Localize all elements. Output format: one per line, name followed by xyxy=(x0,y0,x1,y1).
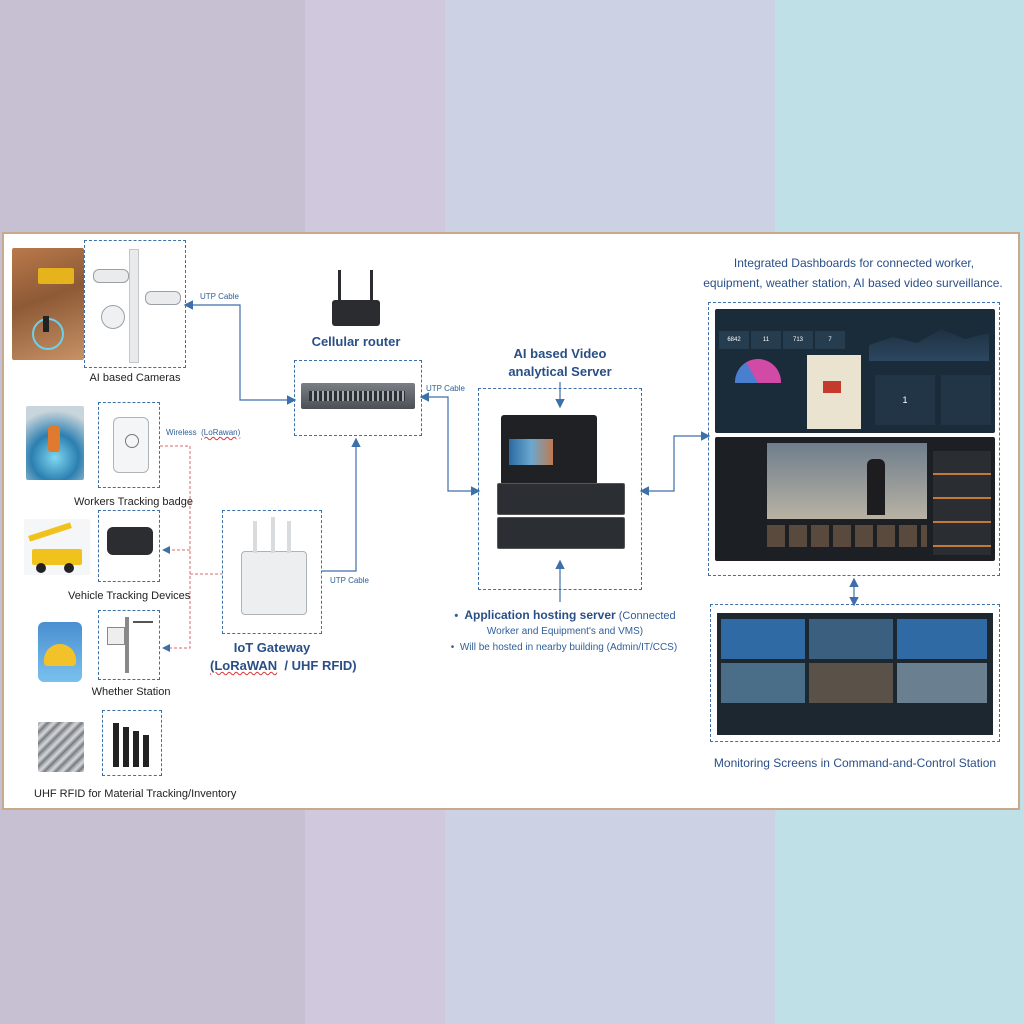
crane-photo xyxy=(24,519,90,575)
rfid-tag-icon xyxy=(113,723,119,767)
gauge-value: 1 xyxy=(875,375,935,425)
connection-lines xyxy=(160,300,859,652)
utp-cable-label-1: UTP Cable xyxy=(200,292,239,301)
video-wall xyxy=(717,613,993,735)
kpi-tile-4: 7 xyxy=(815,331,845,349)
dashboards-title-2: equipment, weather station, AI based vid… xyxy=(703,276,1003,290)
weather-icon xyxy=(125,617,129,673)
cellular-router-label: Cellular router xyxy=(311,334,401,349)
dashboards-title-1: Integrated Dashboards for connected work… xyxy=(733,256,975,270)
switch-icon xyxy=(301,383,415,409)
router-icon xyxy=(332,270,380,326)
workers-badge-label: Workers Tracking badge xyxy=(74,496,194,508)
weather-station-box xyxy=(98,610,160,680)
area-chart xyxy=(869,329,989,361)
weather-station-label: Whether Station xyxy=(91,686,171,698)
app-server-line-2: Worker and Equipment's and VMS) xyxy=(486,626,644,637)
network-switch-box xyxy=(294,360,422,436)
uhf-rfid-label: UHF RFID for Material Tracking/Inventory xyxy=(34,788,237,800)
monitoring-label: Monitoring Screens in Command-and-Contro… xyxy=(713,756,997,770)
network-diagram: AI based Cameras Workers Tracking badge … xyxy=(2,232,1020,810)
lorawan-text: (LoRawan) xyxy=(201,428,241,437)
dashboard-screenshot-top: 6842 11 713 7 1 xyxy=(715,309,995,433)
wireless-label: Wireless (LoRawan) xyxy=(166,428,240,437)
video-surveillance-screenshot xyxy=(715,437,995,561)
app-server-line-1: • Application hosting server (Connected xyxy=(454,608,676,622)
dashboards-box: 6842 11 713 7 1 xyxy=(708,302,1000,576)
ai-server-label-2: analytical Server xyxy=(508,364,612,379)
steel-pipes-photo xyxy=(38,722,84,772)
uhf-rfid-box xyxy=(102,710,162,776)
worker-hologram-photo xyxy=(26,406,84,480)
iot-gateway-box xyxy=(222,510,322,634)
monitoring-screens-box xyxy=(710,604,1000,742)
ai-server-label-1: AI based Video xyxy=(513,346,607,361)
utp-cable-label-3: UTP Cable xyxy=(330,576,369,585)
kpi-tile-1: 6842 xyxy=(719,331,749,349)
vehicle-devices-box xyxy=(98,510,160,582)
helmet-weather-photo xyxy=(38,622,82,682)
kpi-tile-3: 713 xyxy=(783,331,813,349)
badge-icon xyxy=(113,417,149,473)
iot-gateway-label-1: IoT Gateway xyxy=(233,640,311,655)
camera-icon xyxy=(129,249,139,363)
vehicle-devices-label: Vehicle Tracking Devices xyxy=(68,590,191,602)
wireless-text: Wireless xyxy=(166,428,197,437)
gauge-chart xyxy=(735,359,781,383)
server-icon xyxy=(501,415,597,485)
map-panel xyxy=(807,355,861,429)
ai-cameras-box xyxy=(84,240,186,368)
iot-gateway-label-2: (LoRaWAN / UHF RFID) xyxy=(210,658,357,673)
gateway-icon xyxy=(241,551,307,615)
kpi-tile-2: 11 xyxy=(751,331,781,349)
app-server-line-3: • Will be hosted in nearby building (Adm… xyxy=(450,642,678,653)
ai-server-box xyxy=(478,388,642,590)
utp-cable-label-2: UTP Cable xyxy=(426,384,465,393)
ai-cameras-label: AI based Cameras xyxy=(89,372,181,384)
workers-badge-box xyxy=(98,402,160,488)
construction-site-photo xyxy=(12,248,84,360)
tracker-icon xyxy=(107,527,153,555)
